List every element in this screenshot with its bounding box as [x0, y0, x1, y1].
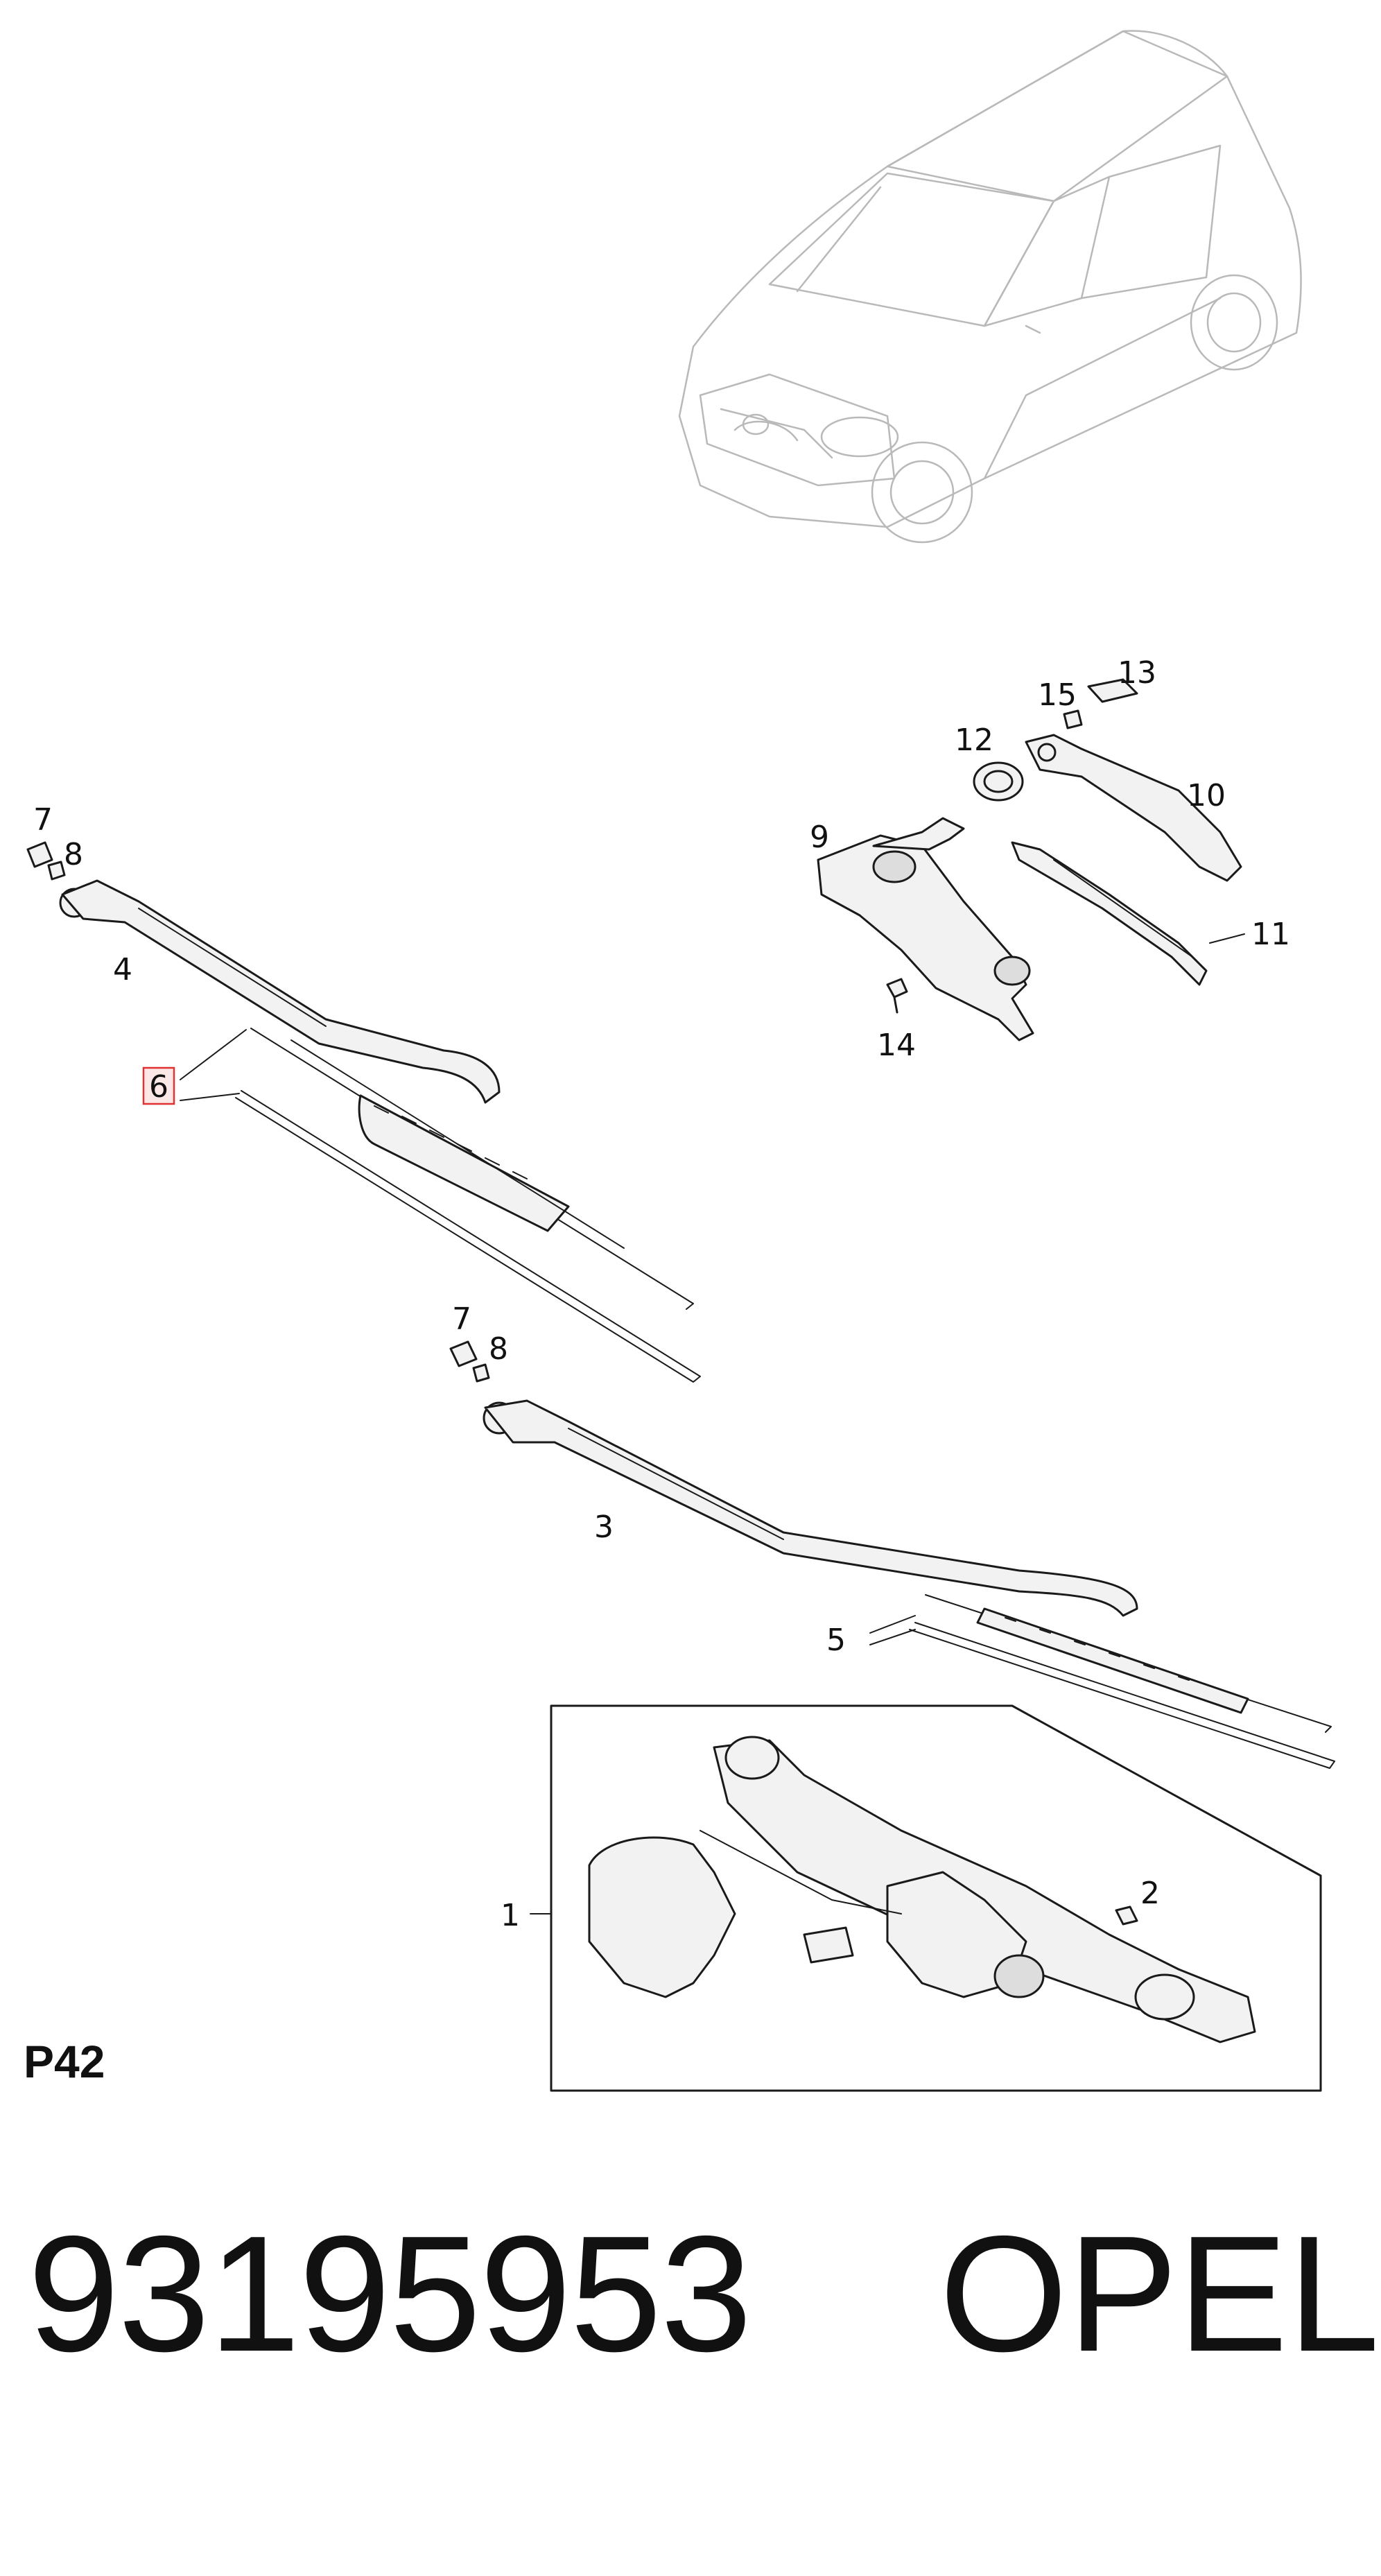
callout-labels: 7 8 4 6 7 8 3 5 1 2 9 10 11 12 13 14 15: [33, 655, 1290, 1933]
leader-lines: [180, 933, 1245, 1914]
cap-nut-set-upper: [26, 841, 66, 881]
callout-8-lower: 8: [489, 1331, 508, 1367]
rear-arm-nut: [1063, 709, 1083, 729]
wiper-arm-driver: [483, 1399, 1138, 1617]
callout-4: 4: [113, 952, 132, 987]
callout-12: 12: [955, 723, 993, 758]
page-code: P42: [24, 2036, 105, 2087]
rear-motor-bolt: [886, 978, 908, 1014]
callout-15: 15: [1038, 677, 1077, 713]
callout-10: 10: [1187, 778, 1226, 813]
callout-1: 1: [501, 1898, 520, 1933]
cap-nut-set-lower: [449, 1340, 490, 1383]
callout-5: 5: [826, 1623, 846, 1658]
callout-8-upper: 8: [64, 837, 83, 872]
rear-wiper-motor: [817, 817, 1034, 1041]
vehicle-illustration: [678, 30, 1302, 544]
callout-13: 13: [1118, 655, 1156, 691]
brand-name: OPEL: [939, 2202, 1380, 2386]
wiper-blade-passenger: [235, 1028, 701, 1383]
part-number: 93195953: [28, 2202, 752, 2386]
callout-9: 9: [810, 820, 829, 855]
callout-3: 3: [594, 1510, 614, 1545]
callout-6: 6: [149, 1069, 168, 1105]
rear-wiper-arm: [1025, 734, 1242, 882]
callout-7-upper: 7: [33, 802, 53, 838]
rear-wiper-seal: [973, 761, 1024, 802]
rear-wiper-blade: [1011, 841, 1208, 986]
callout-14: 14: [877, 1028, 916, 1063]
callout-11: 11: [1251, 917, 1290, 952]
callout-6-highlight: [142, 1066, 175, 1105]
linkage-inset: [550, 1704, 1322, 2092]
wiper-arm-passenger: [59, 879, 501, 1104]
wiper-blade-driver: [909, 1594, 1335, 1769]
rear-arm-cover: [1087, 678, 1138, 703]
callout-7-lower: 7: [452, 1302, 471, 1337]
callout-2: 2: [1140, 1876, 1160, 1911]
